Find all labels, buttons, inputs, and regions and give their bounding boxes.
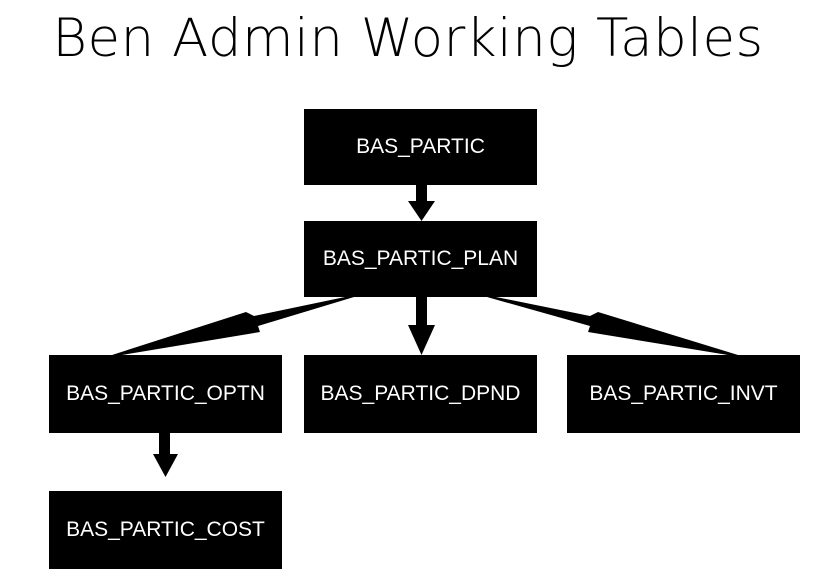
node-bas-partic-invt: BAS_PARTIC_INVT (567, 355, 800, 433)
node-bas-partic-dpnd: BAS_PARTIC_DPND (304, 355, 537, 433)
arrow-plan-to-invt (487, 297, 738, 355)
arrow-partic-to-plan (408, 185, 435, 221)
node-bas-partic: BAS_PARTIC (304, 109, 537, 185)
node-bas-partic-plan: BAS_PARTIC_PLAN (304, 221, 537, 297)
node-bas-partic-optn: BAS_PARTIC_OPTN (49, 355, 282, 433)
arrow-plan-to-optn (112, 297, 354, 355)
diagram-title: Ben Admin Working Tables (52, 8, 764, 69)
node-bas-partic-cost: BAS_PARTIC_COST (49, 491, 282, 569)
arrow-plan-to-dpnd (408, 297, 435, 355)
arrow-optn-to-cost (153, 433, 178, 477)
